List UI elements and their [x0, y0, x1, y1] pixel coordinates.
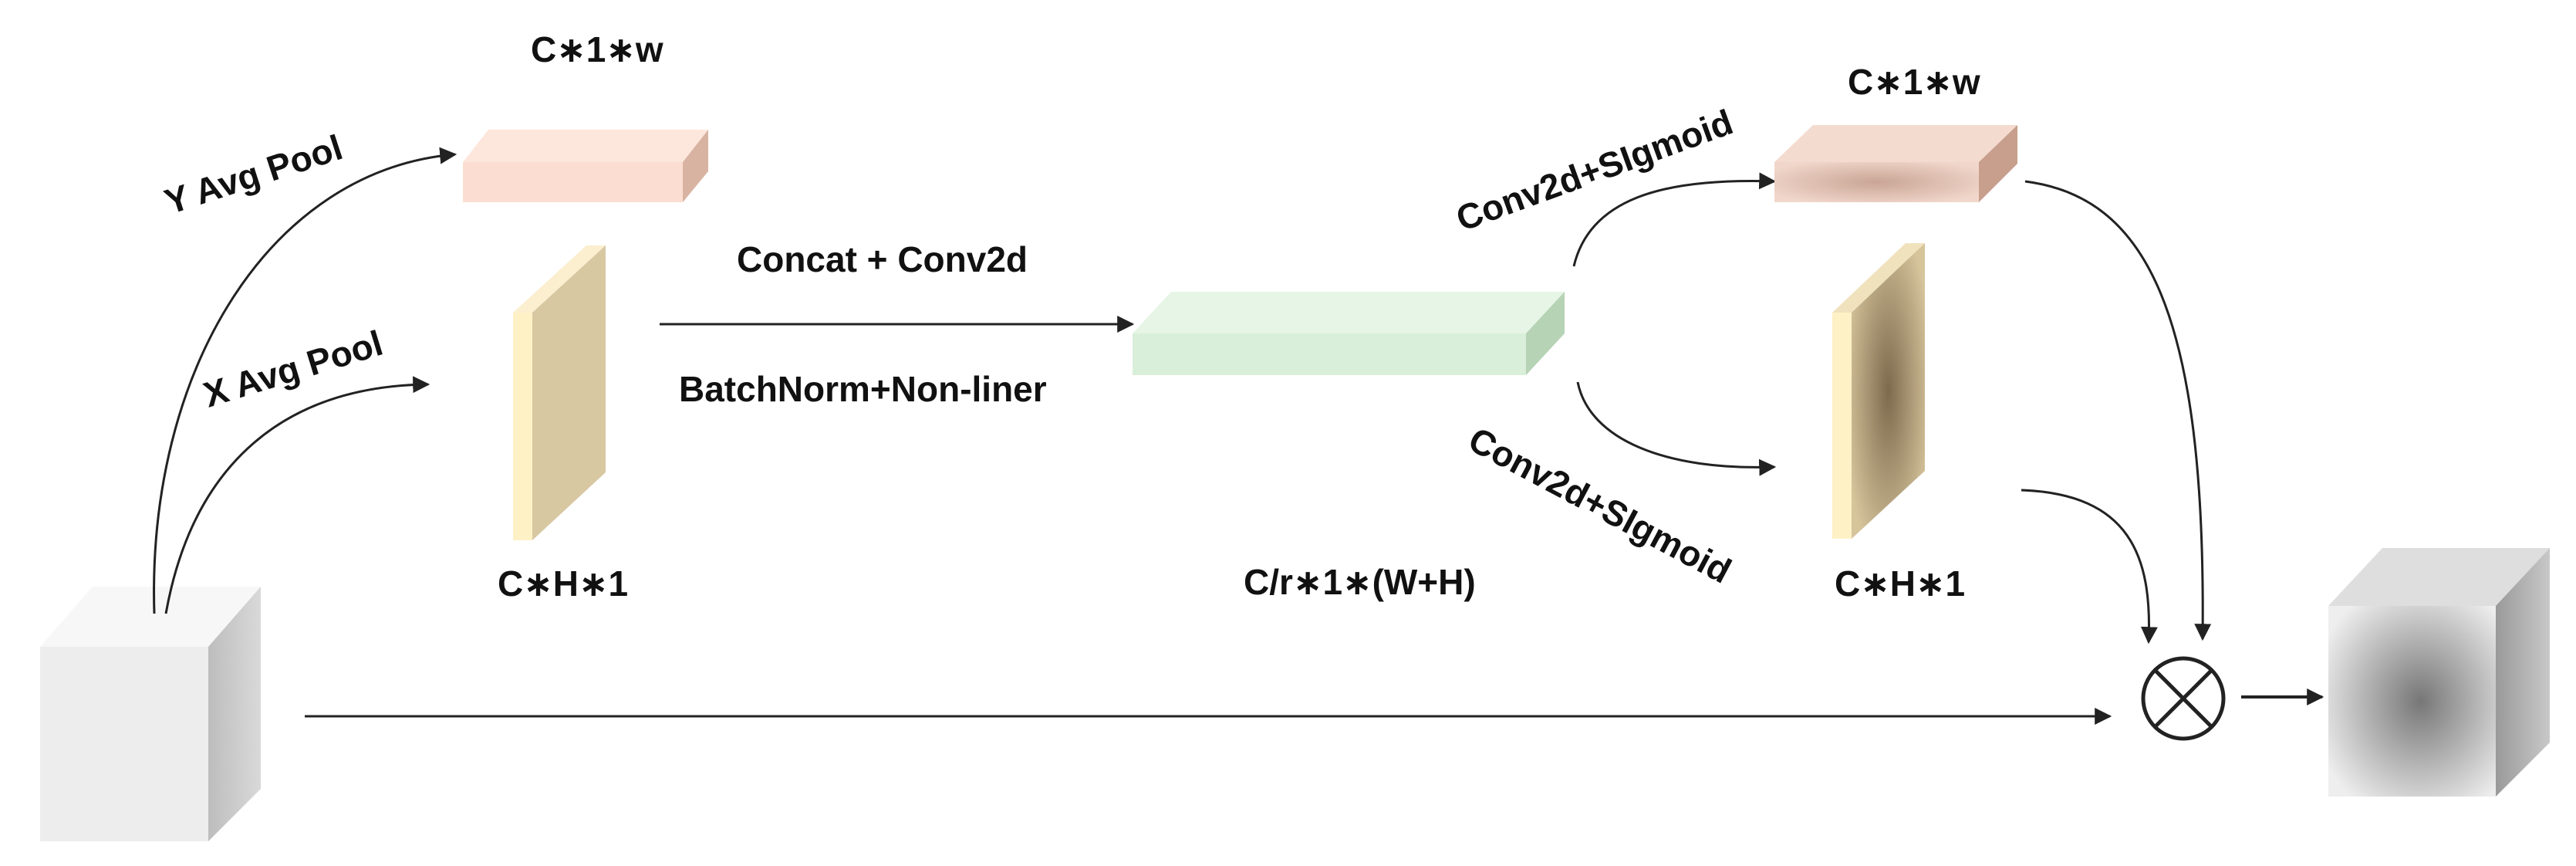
output-cube-side — [2496, 548, 2550, 797]
conv-sigmoid-top-label: Conv2d+SIgmoid — [1451, 102, 1738, 239]
x-avg-pool-arrow — [164, 376, 430, 614]
circle-times-icon — [2141, 656, 2226, 741]
conv-sigmoid-bottom-label: Conv2d+SIgmoid — [1462, 419, 1737, 591]
x-attn-top — [1832, 243, 1925, 313]
x-slab-face — [532, 245, 606, 540]
x-attention-slab — [1832, 243, 1925, 539]
y-attn-front — [1774, 162, 1979, 202]
concat-label: Concat + Conv2d — [737, 239, 1028, 279]
input-cube-side — [208, 587, 261, 841]
y-avg-pool-arrow — [153, 147, 457, 614]
output-cube-front — [2328, 606, 2496, 797]
top-shape-left-label: C∗1∗w — [531, 29, 663, 69]
x-attn-face — [1852, 243, 1925, 539]
input-cube-top — [40, 587, 261, 647]
y-attn-top — [1774, 125, 2017, 162]
conv-sigmoid-bottom-arrow — [1576, 381, 1777, 476]
side-shape-right-label: C∗H∗1 — [1835, 563, 1965, 604]
y-avg-pool-label: Y Avg Pool — [160, 127, 347, 222]
x-avg-pool-label: X Avg Pool — [199, 323, 387, 415]
y-slab-front — [463, 162, 683, 202]
y-slab-top — [463, 130, 708, 162]
y-slab-side — [683, 130, 708, 202]
y-attention-slab — [1774, 125, 2017, 202]
y-attn-to-multiply-arrow — [2024, 180, 2212, 641]
batchnorm-label: BatchNorm+Non-liner — [679, 369, 1047, 409]
input-feature-cube — [40, 587, 261, 841]
concat-feature-bar — [1133, 292, 1565, 375]
input-cube-front — [40, 647, 208, 841]
output-feature-cube — [2328, 548, 2550, 797]
concat-bar-side — [1526, 292, 1565, 375]
x-slab-edge — [513, 313, 532, 540]
x-attn-edge — [1832, 313, 1852, 539]
y-attn-side — [1979, 125, 2017, 202]
mid-shape-label: C/r∗1∗(W+H) — [1244, 562, 1476, 602]
x-slab-top — [513, 245, 606, 313]
top-shape-right-label: C∗1∗w — [1848, 62, 1980, 102]
side-shape-left-label: C∗H∗1 — [498, 563, 628, 604]
y-pooled-slab — [463, 130, 708, 202]
concat-bar-top — [1133, 292, 1565, 333]
conv-sigmoid-top-arrow — [1572, 172, 1777, 267]
x-pooled-slab — [513, 245, 606, 540]
x-attn-to-multiply-arrow — [2021, 489, 2158, 644]
output-cube-top — [2328, 548, 2550, 606]
concat-bar-front — [1133, 333, 1526, 375]
